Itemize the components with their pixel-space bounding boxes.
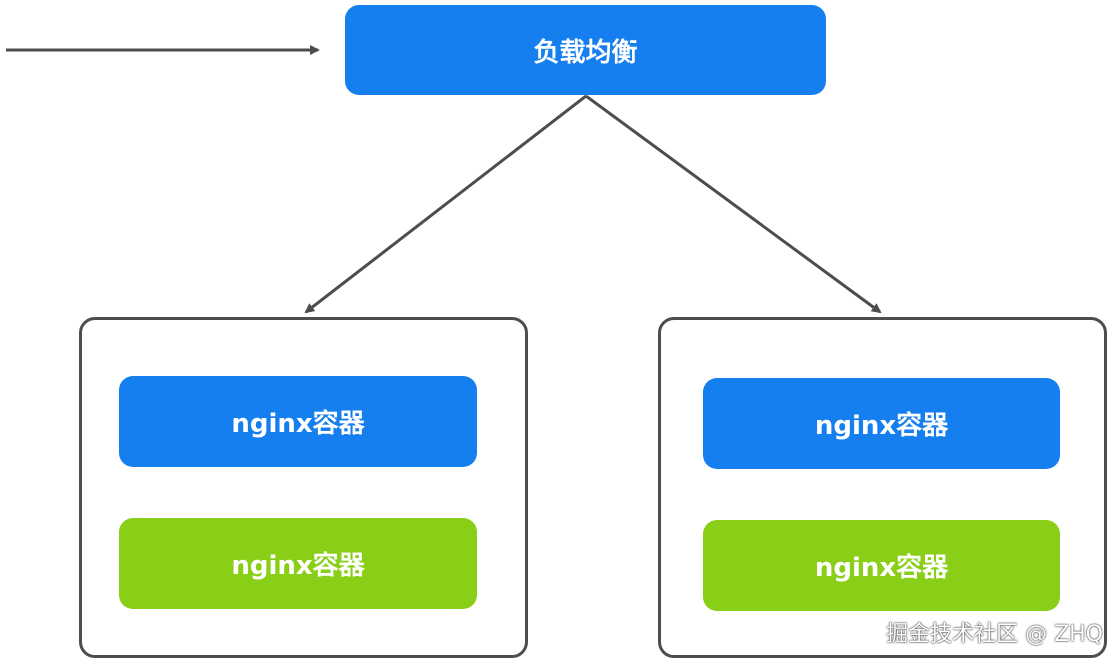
host-1-container-1: nginx容器: [119, 376, 477, 467]
arrow-to-host-2: [585, 94, 882, 314]
load-balancer-label: 负载均衡: [533, 37, 638, 68]
container-label: nginx容器: [814, 553, 949, 583]
container-label: nginx容器: [231, 551, 365, 581]
host-1-container-2: nginx容器: [119, 518, 477, 609]
container-label: nginx容器: [231, 409, 365, 439]
load-balancer-node: 负载均衡: [345, 5, 826, 95]
host-2-container-2: nginx容器: [703, 520, 1060, 611]
arrow-to-host-1: [304, 94, 587, 314]
watermark: 掘金技术社区 @ ZHQ: [886, 622, 1103, 647]
host-2-container-1: nginx容器: [703, 378, 1060, 469]
container-label: nginx容器: [814, 411, 949, 441]
